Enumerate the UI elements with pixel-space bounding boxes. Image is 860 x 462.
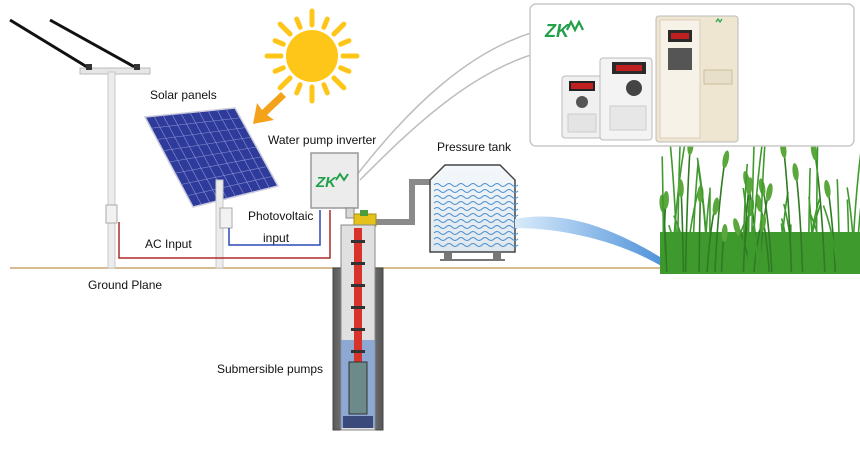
solar-panels-label: Solar panels (150, 88, 217, 102)
showcase-logo: ZK (544, 21, 571, 41)
photovoltaic-wire (228, 210, 321, 246)
water-flow (515, 216, 668, 270)
inverter-product-large (655, 15, 739, 143)
inverter-logo: ZK (315, 174, 337, 191)
grass-field (659, 135, 860, 274)
ground-plane-label: Ground Plane (88, 278, 163, 292)
inverter-product-small (561, 75, 603, 139)
product-showcase: ZK (529, 3, 855, 147)
sunlight-arrow-icon (253, 92, 286, 124)
water-pump-inverter-label: Water pump inverter (268, 133, 377, 147)
submersible-pumps-label: Submersible pumps (217, 362, 324, 376)
submersible-pump-well (332, 224, 384, 431)
ac-input-label: AC Input (145, 237, 192, 251)
photovoltaic-input-label: input (263, 231, 290, 245)
pipe (375, 179, 430, 225)
solar-panel (143, 107, 280, 269)
well-head (345, 207, 377, 227)
photovoltaic-label: Photovoltaic (248, 209, 314, 223)
ac-input-wire (118, 210, 331, 259)
inverter-product-medium (599, 57, 653, 141)
sun-icon (264, 8, 360, 104)
pressure-tank (429, 164, 519, 261)
water-pump-inverter: ZK (310, 152, 359, 209)
pressure-tank-label: Pressure tank (437, 140, 512, 154)
utility-pole (9, 18, 151, 269)
